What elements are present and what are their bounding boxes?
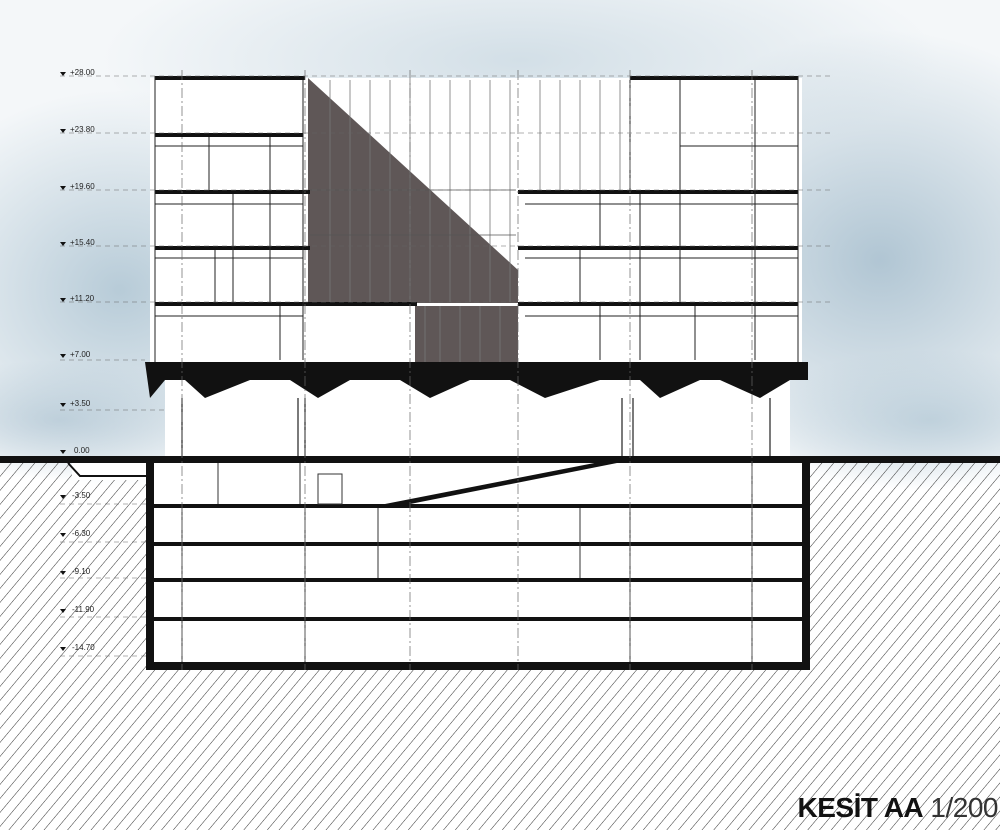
level-markers: +28.00 +23.80 +19.60 +15.40 +11.20 +7.00…	[60, 68, 95, 652]
section-title-text: KESİT AA	[797, 792, 924, 823]
svg-text:-14.70: -14.70	[72, 643, 95, 652]
level-marker: +7.00	[60, 350, 91, 359]
level-marker: +23.80	[60, 125, 95, 134]
svg-text:+28.00: +28.00	[70, 68, 95, 77]
svg-text:+15.40: +15.40	[70, 238, 95, 247]
svg-text:-3.50: -3.50	[72, 491, 91, 500]
svg-text:-11.90: -11.90	[72, 605, 95, 614]
level-marker: +28.00	[60, 68, 95, 77]
level-marker: 0.00	[60, 446, 90, 455]
ground-floor-void	[165, 378, 790, 460]
svg-text:+23.80: +23.80	[70, 125, 95, 134]
level-marker: -3.50	[60, 491, 91, 500]
entrance-ramp	[67, 462, 148, 477]
ground-line	[0, 456, 1000, 463]
transfer-truss	[145, 362, 808, 398]
svg-text:0.00: 0.00	[74, 446, 90, 455]
svg-text:+19.60: +19.60	[70, 182, 95, 191]
svg-text:-6.30: -6.30	[72, 529, 91, 538]
section-scale: 1/200	[930, 792, 998, 823]
svg-text:-9.10: -9.10	[72, 567, 91, 576]
level-marker: +3.50	[60, 399, 91, 408]
level-lines	[60, 75, 830, 657]
level-marker: +11.20	[60, 294, 95, 303]
level-marker: -9.10	[60, 567, 91, 576]
level-marker: -11.90	[60, 605, 95, 614]
upper-walls	[154, 76, 799, 362]
level-marker: +15.40	[60, 238, 95, 247]
svg-text:+11.20: +11.20	[70, 294, 95, 303]
grid-axes	[181, 70, 753, 670]
svg-text:+3.50: +3.50	[70, 399, 91, 408]
atrium-shadow	[308, 78, 518, 303]
level-marker: -14.70	[60, 643, 95, 652]
basement-void	[148, 458, 808, 664]
basement-structure	[146, 458, 810, 670]
level-marker: -6.30	[60, 529, 91, 538]
basement-stair	[385, 458, 622, 508]
level-marker: +19.60	[60, 182, 95, 191]
entrance-ramp-void	[72, 462, 148, 480]
section-title: KESİT AA 1/200	[798, 792, 999, 824]
svg-text:+7.00: +7.00	[70, 350, 91, 359]
atrium-shaft	[415, 306, 518, 362]
